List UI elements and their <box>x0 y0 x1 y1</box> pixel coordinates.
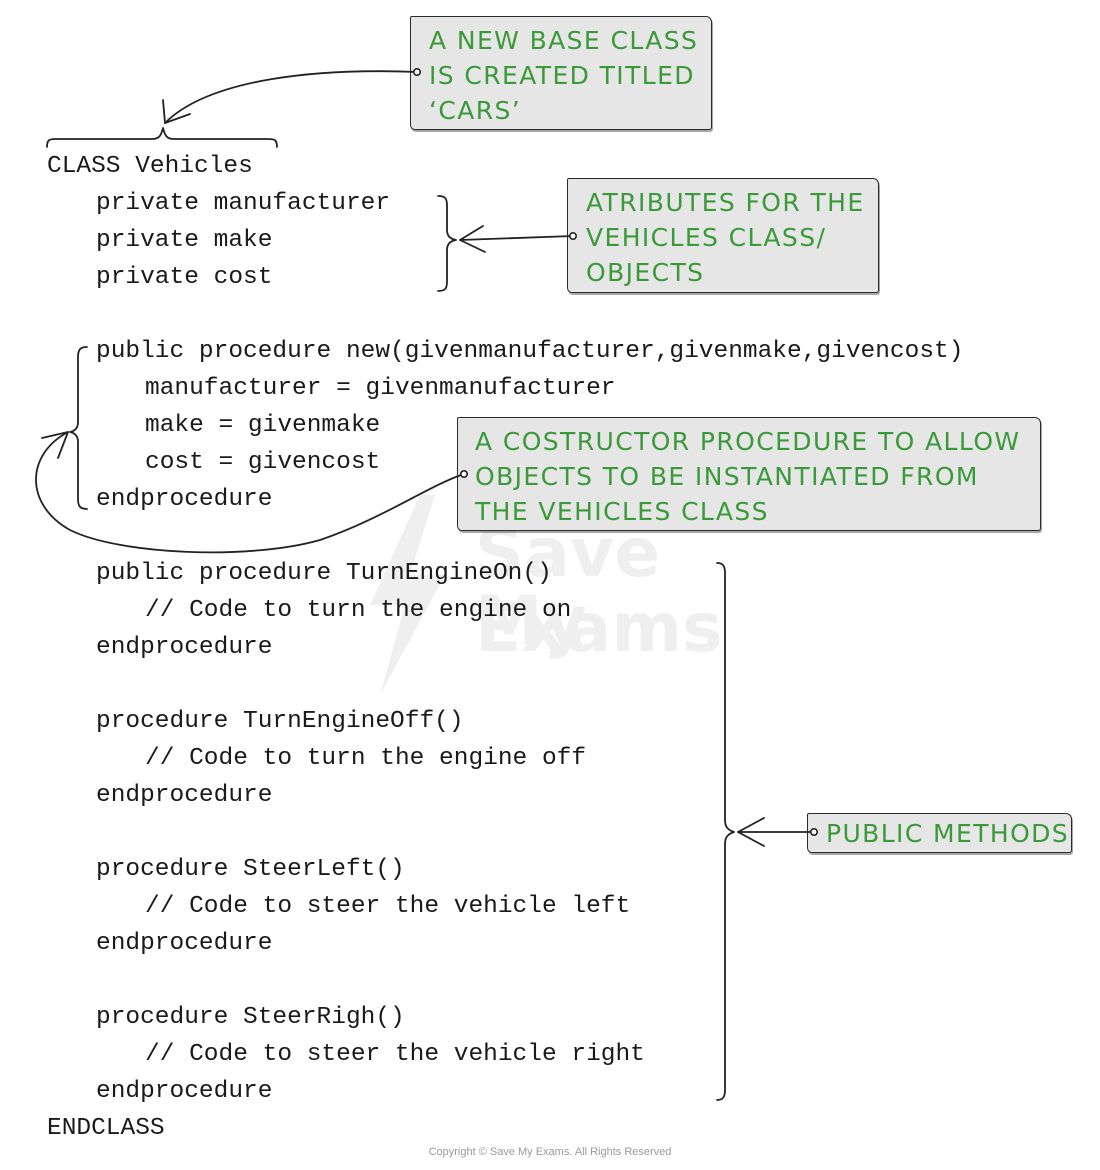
class-name-brace <box>46 127 278 148</box>
class-header: CLASS Vehicles <box>47 153 253 180</box>
method-turn-engine-on-signature: public procedure TurnEngineOn() <box>96 560 552 587</box>
method-steer-left-signature: procedure SteerLeft() <box>96 856 405 883</box>
note-base-class-text: A NEW BASE CLASS IS CREATED TITLED ‘CARS… <box>429 26 699 125</box>
base-class-arrowhead <box>162 99 191 124</box>
constructor-anchor <box>459 469 468 478</box>
attributes-arrowhead <box>459 225 486 253</box>
constructor-line-cost: cost = givencost <box>145 449 381 476</box>
note-public-methods: PUBLIC METHODS <box>807 813 1072 853</box>
method-turn-engine-off-body: // Code to turn the engine off <box>145 745 587 772</box>
method-steer-right-body: // Code to steer the vehicle right <box>145 1041 645 1068</box>
watermark-line2: Exams <box>475 589 723 668</box>
method-turn-engine-on-end: endprocedure <box>96 634 273 661</box>
method-turn-engine-off-signature: procedure TurnEngineOff() <box>96 708 464 735</box>
method-turn-engine-off-end: endprocedure <box>96 782 273 809</box>
note-public-methods-text: PUBLIC METHODS <box>826 819 1070 848</box>
note-constructor: A COSTRUCTOR PROCEDURE TO ALLOW OBJECTS … <box>457 417 1041 531</box>
constructor-signature: public procedure new(givenmanufacturer,g… <box>96 338 964 365</box>
base-class-arrow <box>164 70 418 124</box>
constructor-line-manufacturer: manufacturer = givenmanufacturer <box>145 375 616 402</box>
note-base-class: A NEW BASE CLASS IS CREATED TITLED ‘CARS… <box>410 16 712 130</box>
attributes-arrow <box>459 235 574 241</box>
constructor-arrow <box>35 431 465 554</box>
method-steer-left-end: endprocedure <box>96 930 273 957</box>
note-constructor-text: A COSTRUCTOR PROCEDURE TO ALLOW OBJECTS … <box>475 427 1021 526</box>
attribute-manufacturer: private manufacturer <box>96 190 391 217</box>
method-steer-right-end: endprocedure <box>96 1078 273 1105</box>
class-end: ENDCLASS <box>47 1115 165 1142</box>
note-attributes-text: ATRIBUTES FOR THE VEHICLES CLASS/ OBJECT… <box>586 188 865 287</box>
constructor-arrowhead <box>41 431 69 459</box>
base-class-anchor <box>412 68 421 77</box>
attribute-cost: private cost <box>96 264 273 291</box>
copyright-notice: Copyright © Save My Exams. All Rights Re… <box>428 1146 672 1158</box>
attributes-anchor <box>568 232 577 241</box>
public-methods-anchor <box>809 827 818 836</box>
note-attributes: ATRIBUTES FOR THE VEHICLES CLASS/ OBJECT… <box>567 178 879 293</box>
watermark: Save My Exams <box>360 495 780 695</box>
method-steer-right-signature: procedure SteerRigh() <box>96 1004 405 1031</box>
public-methods-brace <box>716 562 735 1101</box>
method-steer-left-body: // Code to steer the vehicle left <box>145 893 631 920</box>
constructor-line-make: make = givenmake <box>145 412 381 439</box>
public-methods-arrowhead <box>737 817 765 847</box>
attributes-brace <box>437 195 457 292</box>
constructor-brace <box>69 346 88 510</box>
attribute-make: private make <box>96 227 273 254</box>
watermark-bolt-icon <box>370 495 445 695</box>
method-turn-engine-on-body: // Code to turn the engine on <box>145 597 572 624</box>
constructor-end: endprocedure <box>96 486 273 513</box>
